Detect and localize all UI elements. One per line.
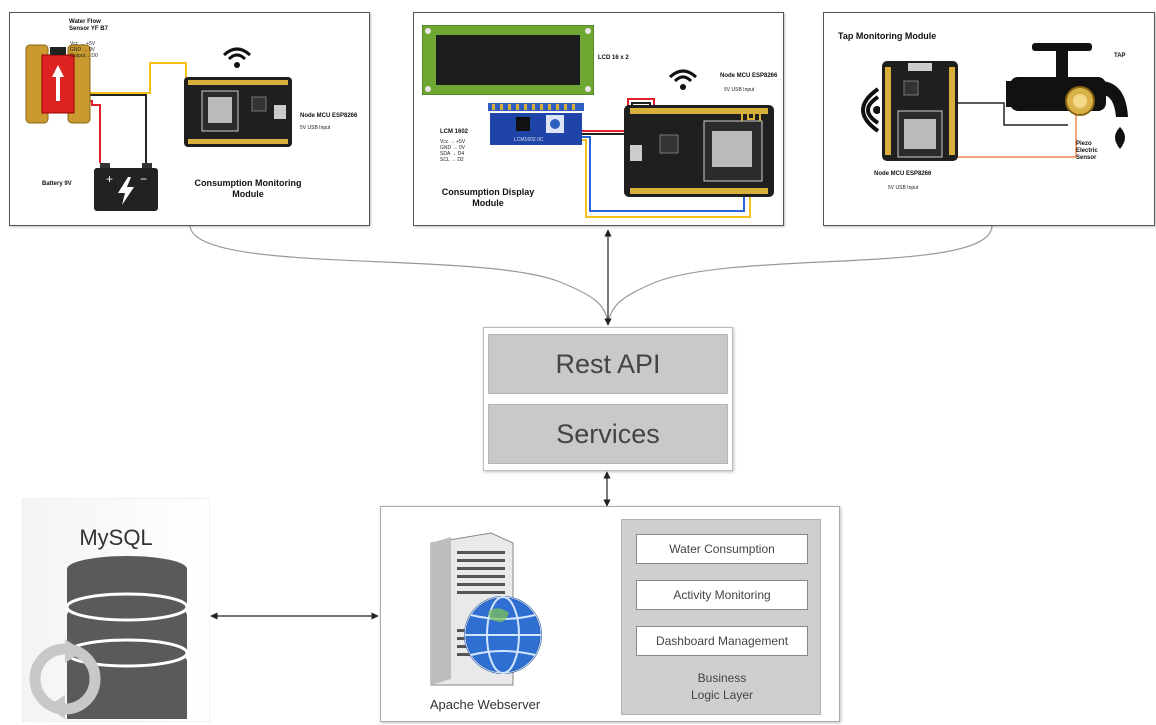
water-flow-sensor-icon — [25, 44, 91, 124]
lcd-display-icon — [422, 25, 594, 95]
apache-webserver: Apache Webserver Water Consumption Activ… — [380, 506, 840, 722]
lcm-pin: GND → 0V — [440, 145, 466, 151]
mysql-label: MySQL — [79, 525, 153, 550]
node-mcu-board-icon — [624, 105, 774, 197]
mcu-input: 5V USB Input — [724, 87, 755, 93]
business-logic-item: Water Consumption — [636, 534, 808, 564]
webserver-label: Apache Webserver — [429, 697, 541, 712]
module-title: Consumption Monitoring Module — [194, 178, 302, 199]
sensor-pin: Output→ D0 — [70, 53, 98, 59]
refresh-icon — [29, 639, 101, 719]
wifi-icon — [222, 47, 252, 68]
module3-wiring — [956, 102, 1077, 158]
services-stack: Rest API Services — [483, 327, 733, 471]
lcm-pins: Vcc → +5V GND → 0V SDA → D4 SCL → D2 — [440, 139, 488, 163]
battery-icon: + − — [94, 163, 158, 211]
server-icon — [430, 532, 542, 686]
tap-monitoring-module: Tap Monitoring Module Node MCU ESP8266 5… — [823, 12, 1155, 226]
module-title: Tap Monitoring Module — [838, 31, 937, 41]
database-icon — [65, 556, 189, 719]
business-logic-label: Business Logic Layer — [690, 671, 754, 702]
tap-icon — [1006, 43, 1128, 149]
lcd-label: LCD 16 x 2 — [598, 55, 629, 61]
mysql-database: MySQL — [22, 498, 210, 722]
mcu-label: Node MCU ESP8266 — [720, 73, 778, 79]
mcu-label: Node MCU ESP8266 — [300, 113, 358, 119]
business-logic-item: Activity Monitoring — [636, 580, 808, 610]
tap-label: TAP — [1114, 53, 1126, 59]
wifi-icon — [668, 69, 698, 90]
lcm-title: LCM 1602 — [440, 129, 469, 135]
battery-label: Battery 9V — [42, 181, 72, 187]
sensor-pin: GND → 0V — [70, 47, 96, 53]
business-logic-layer: Water Consumption Activity Monitoring Da… — [621, 519, 821, 715]
mcu-input: 5V USB Input — [888, 185, 919, 191]
rest-api-layer: Rest API — [488, 334, 728, 394]
services-layer: Services — [488, 404, 728, 464]
i2c-adapter-icon — [488, 103, 584, 145]
svg-text:+: + — [106, 172, 113, 186]
lcm-pin: SDA → D4 — [440, 151, 465, 157]
business-logic-item: Dashboard Management — [636, 626, 808, 656]
consumption-display-module: LCD 16 x 2 LCM1602 IIC LCM 1602 Vcc → +5… — [413, 12, 784, 226]
piezo-sensor-label: Piezo Electric Sensor — [1076, 141, 1098, 161]
lcm-pin: Vcc → +5V — [440, 139, 466, 145]
sensor-title: Water Flow Sensor YF B7 — [69, 19, 108, 32]
sensor-pin: Vcc → +5V — [70, 41, 96, 47]
node-mcu-board-icon — [882, 61, 958, 161]
i2c-chip-label: LCM1602 IIC — [514, 137, 544, 143]
wireless-signal-icon — [861, 87, 880, 133]
consumption-monitoring-module: Water Flow Sensor YF B7 Vcc → +5V GND → … — [9, 12, 370, 226]
node-mcu-board-icon — [184, 77, 292, 147]
lcm-pin: SCL → D2 — [440, 157, 464, 163]
curve-from-consumption-monitoring — [189, 225, 609, 323]
mcu-label: Node MCU ESP8266 — [874, 171, 932, 177]
module-title: Consumption Display Module — [441, 187, 535, 208]
svg-text:−: − — [140, 172, 147, 186]
curve-from-tap-monitoring — [607, 225, 993, 323]
sensor-pins: Vcc → +5V GND → 0V Output→ D0 — [70, 41, 120, 59]
mcu-input: 5V USB Input — [300, 125, 331, 131]
